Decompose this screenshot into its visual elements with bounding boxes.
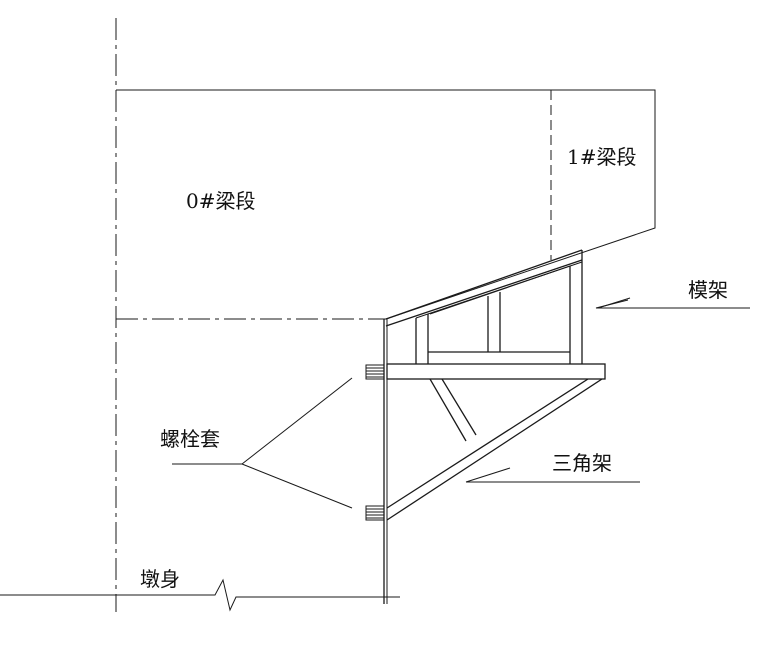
bolt-sleeve-leader-bottom <box>241 463 353 509</box>
bolt-sleeve-top <box>365 364 385 380</box>
triangle-frame <box>386 363 606 521</box>
label-formwork: 模架 <box>688 278 728 302</box>
formwork-leader-tip <box>597 297 631 309</box>
label-pier-body: 墩身 <box>140 567 180 591</box>
bolt-sleeve-leader-top <box>241 377 353 465</box>
label-segment0: 0#梁段 <box>186 189 255 213</box>
label-bolt-sleeve: 螺栓套 <box>160 427 220 451</box>
label-segment1: 1#梁段 <box>567 145 636 169</box>
label-triangle-frame: 三角架 <box>552 451 612 475</box>
formwork-frame <box>385 249 583 364</box>
bolt-sleeve-bottom <box>365 505 385 521</box>
pier-base-line <box>0 578 400 612</box>
girder-outline <box>116 89 656 320</box>
triangle-frame-leader-tip <box>465 467 511 483</box>
